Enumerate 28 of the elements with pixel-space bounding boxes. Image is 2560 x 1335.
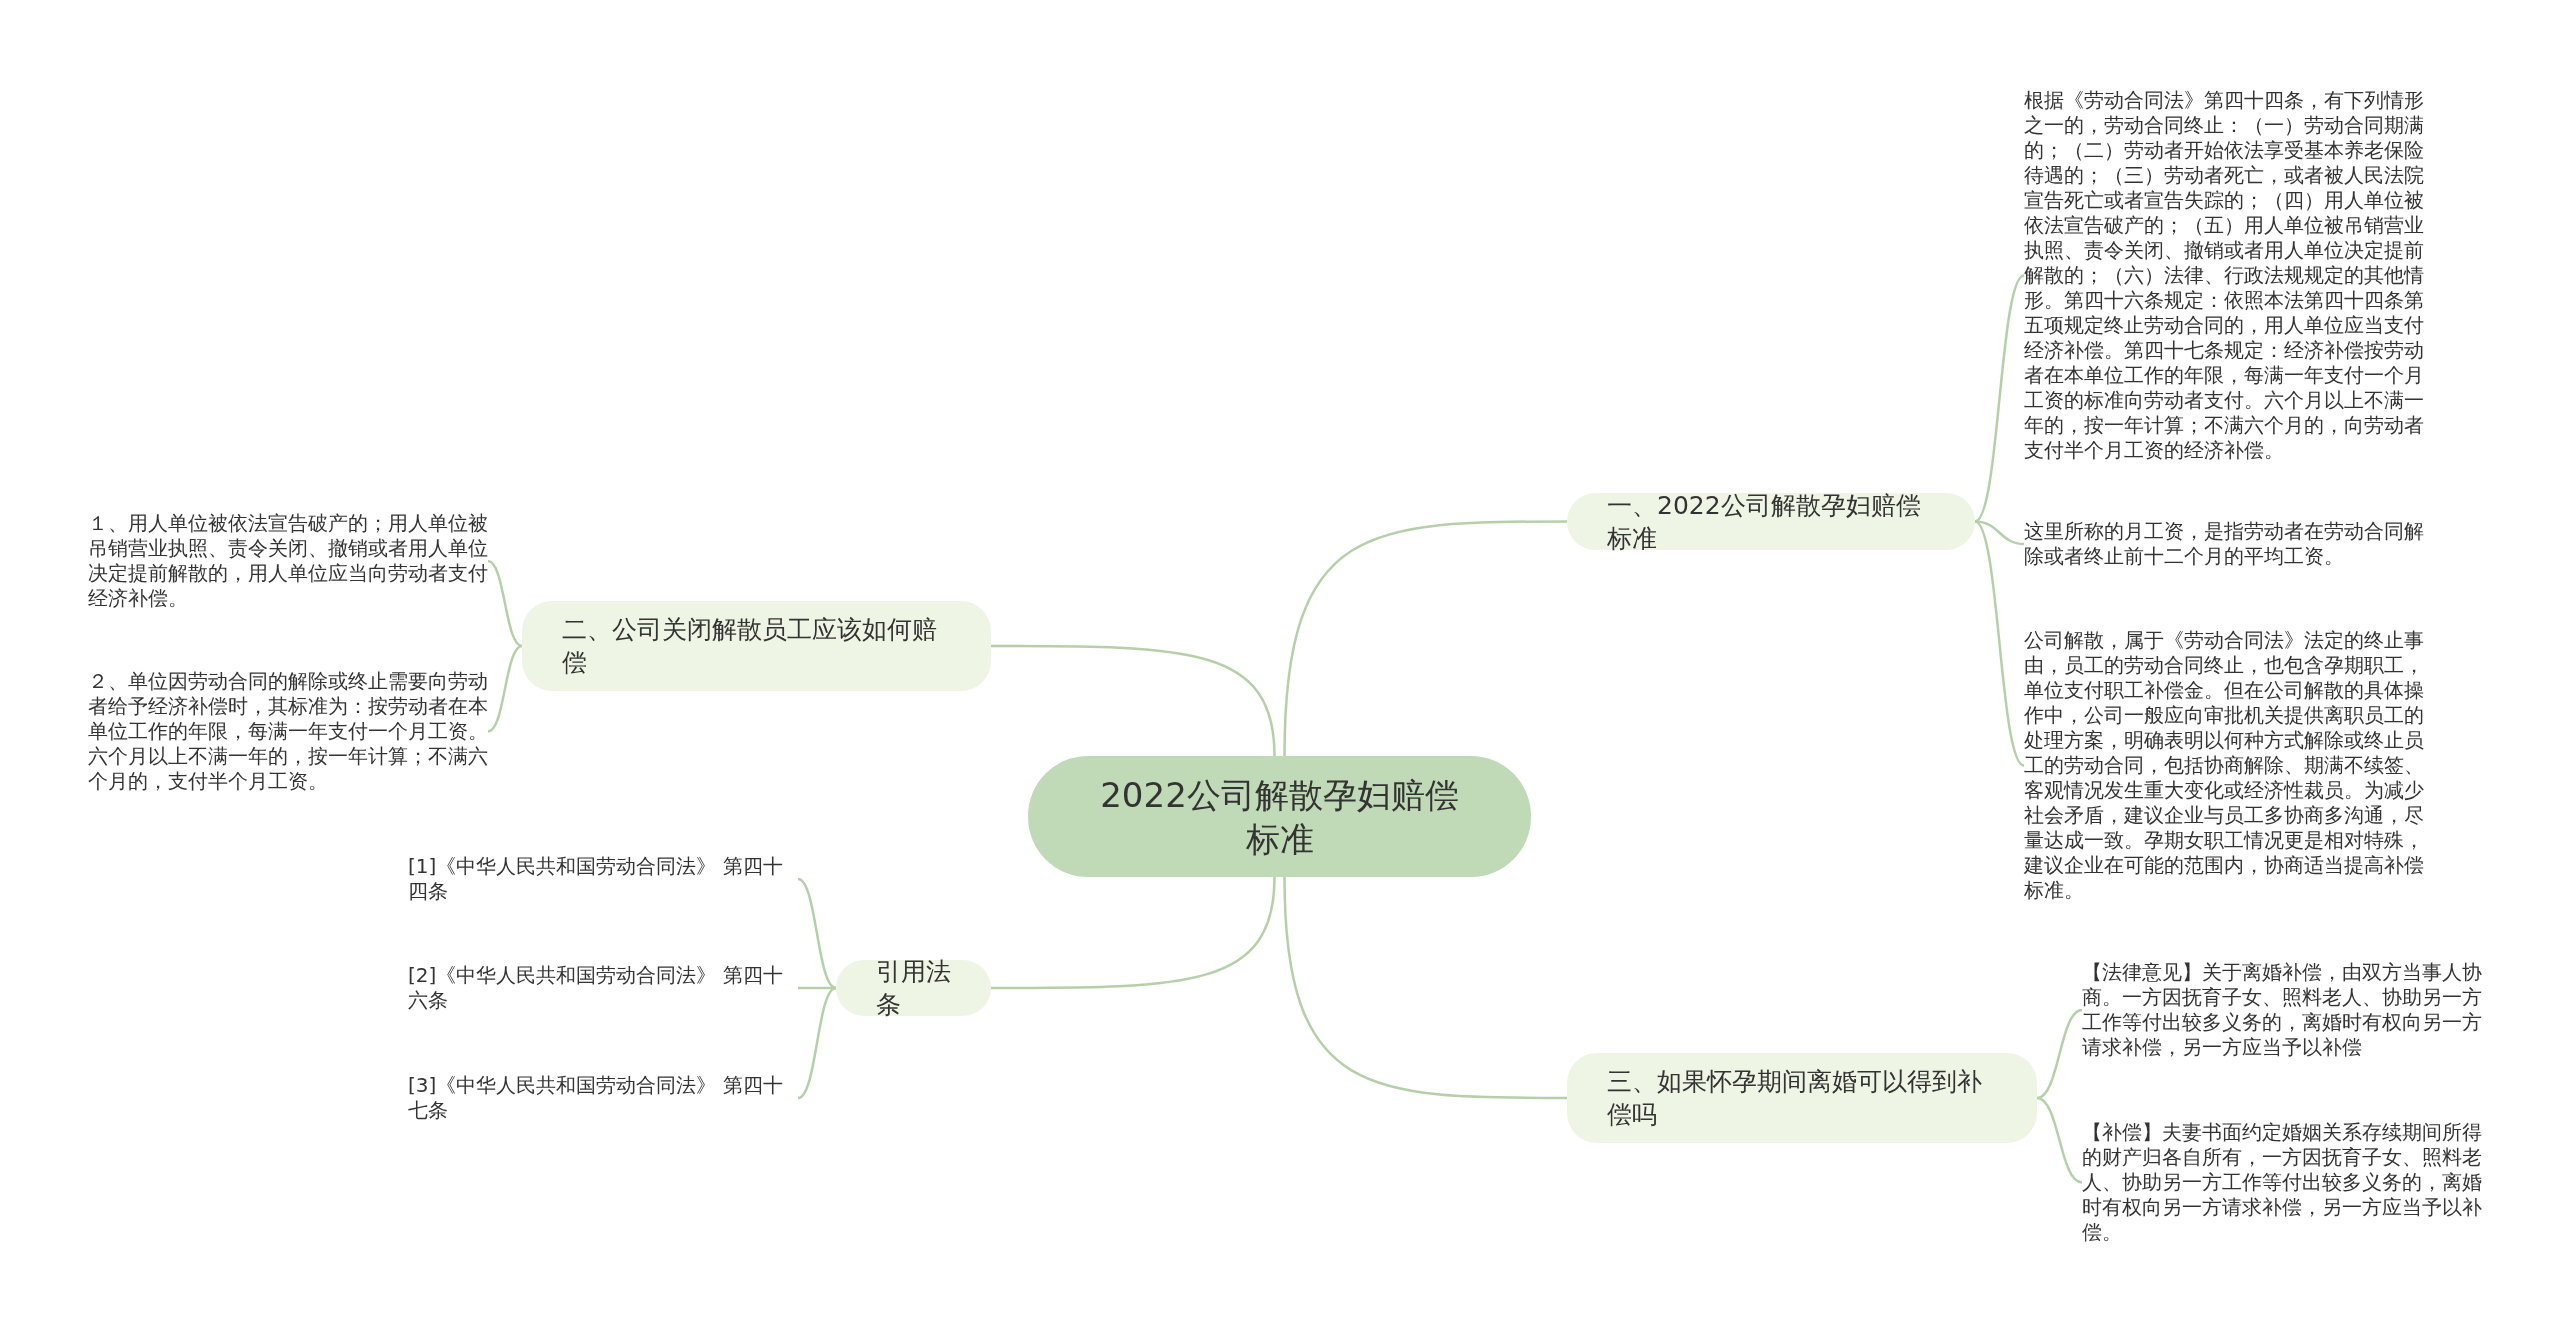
branch-topic: 三、如果怀孕期间离婚可以得到补偿吗 bbox=[1567, 1053, 2037, 1143]
connector-line bbox=[487, 559, 523, 648]
branch-topic: 引用法条 bbox=[836, 960, 991, 1016]
connector-line bbox=[1283, 520, 1567, 757]
branch-topic: 二、公司关闭解散员工应该如何赔偿 bbox=[522, 601, 991, 691]
connector-line bbox=[798, 986, 836, 990]
branch-topic: 一、2022公司解散孕妇赔偿标准 bbox=[1567, 493, 1975, 550]
connector-line bbox=[991, 644, 1276, 757]
connector-line bbox=[991, 876, 1276, 990]
connector-line bbox=[797, 877, 837, 990]
connector-line bbox=[1974, 520, 2025, 767]
note-text: １、用人单位被依法宣告破产的；用人单位被吊销营业执照、责令关闭、撤销或者用人单位决定提前解散的，用人单位应当向劳动者支付经济补偿。 bbox=[88, 511, 488, 611]
note-text: [2]《中华人民共和国劳动合同法》 第四十六条 bbox=[408, 963, 798, 1013]
note-text: [1]《中华人民共和国劳动合同法》 第四十四条 bbox=[408, 854, 798, 904]
note-text: ２、单位因劳动合同的解除或终止需要向劳动者给予经济补偿时，其标准为：按劳动者在本单位工作的年限，每满一年支付一个月工资。六个月以上不满一年的，按一年计算；不满六个月的，支付半个月工资。 bbox=[88, 669, 488, 794]
note-text: 这里所称的月工资，是指劳动者在劳动合同解除或者终止前十二个月的平均工资。 bbox=[2024, 519, 2424, 569]
note-text: 公司解散，属于《劳动合同法》法定的终止事由，员工的劳动合同终止，也包含孕期职工，单位支付职工补偿金。但在公司解散的具体操作中，公司一般应向审批机关提供离职员工的处理方案，明确表明以何种方式解除或终止员工的劳动合同，包括协商解除、期满不续签、客观情况发生重大变化或经济性裁员。为减少社会矛盾，建议企业与员工多协商多沟通，尽量达成一致。孕期女职工情况更是相对特殊，建议企业在可能的范围内，协商适当提高补偿标准。 bbox=[2024, 628, 2424, 903]
connector-line bbox=[2036, 1008, 2083, 1100]
central-topic: 2022公司解散孕妇赔偿标准 bbox=[1028, 756, 1531, 877]
connector-line bbox=[2036, 1096, 2083, 1184]
note-text: 【补偿】夫妻书面约定婚姻关系存续期间所得的财产归各自所有，一方因抚育子女、照料老人、协助另一方工作等付出较多义务的，离婚时有权向另一方请求补偿，另一方应当予以补偿。 bbox=[2082, 1120, 2482, 1245]
note-text: 根据《劳动合同法》第四十四条，有下列情形之一的，劳动合同终止：（一）劳动合同期满的；（二）劳动者开始依法享受基本养老保险待遇的；（三）劳动者死亡，或者被人民法院宣告死亡或者宣告失踪的；（四）用人单位被依法宣告破产的；（五）用人单位被吊销营业执照、责令关闭、撤销或者用人单位决定提前解散的；（六）法律、行政法规规定的其他情形。第四十六条规定：依照本法第四十四条第五项规定终止劳动合同的，用人单位应当支付经济补偿。第四十七条规定：经济补偿按劳动者在本单位工作的年限，每满一年支付一个月工资的标准向劳动者支付。六个月以上不满一年的，按一年计算；不满六个月的，向劳动者支付半个月工资的经济补偿。 bbox=[2024, 88, 2424, 463]
note-text: 【法律意见】关于离婚补偿，由双方当事人协商。一方因抚育子女、照料老人、协助另一方工作等付出较多义务的，离婚时有权向另一方请求补偿，另一方应当予以补偿 bbox=[2082, 960, 2482, 1060]
note-text: [3]《中华人民共和国劳动合同法》 第四十七条 bbox=[408, 1073, 798, 1123]
connector-line bbox=[1974, 274, 2025, 523]
connector-line bbox=[487, 644, 523, 733]
connector-line bbox=[1283, 876, 1567, 1100]
connector-line bbox=[797, 986, 837, 1100]
